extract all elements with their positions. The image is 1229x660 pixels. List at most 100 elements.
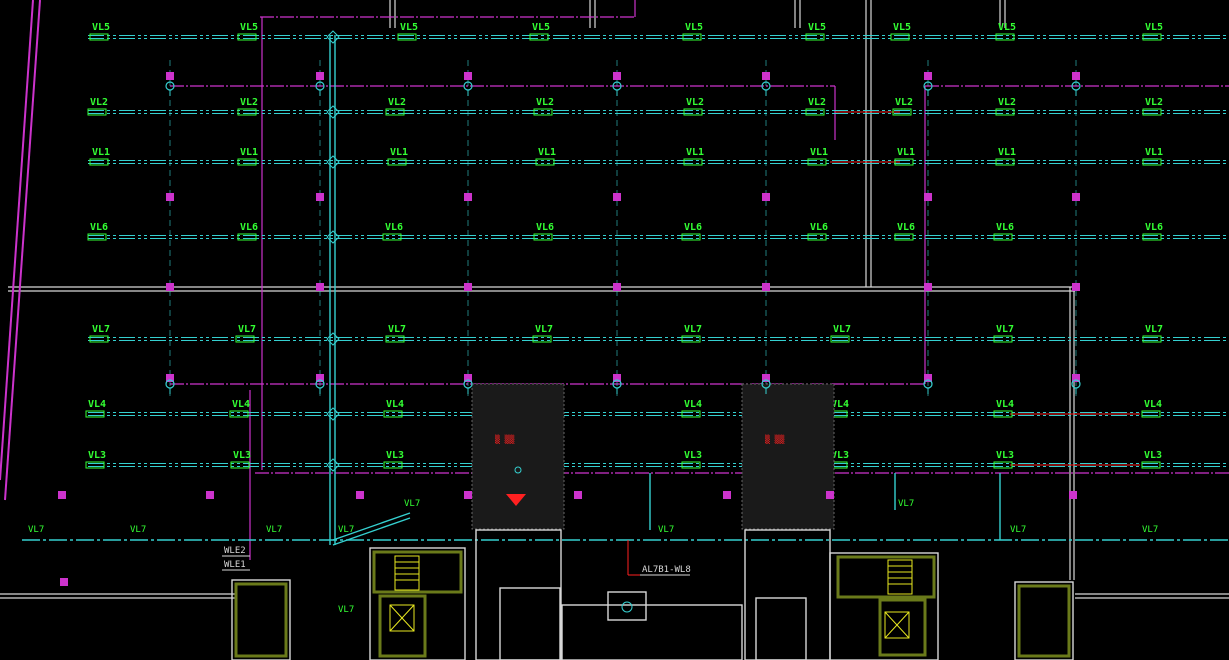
pipe-label-vl1: VL1 bbox=[538, 147, 556, 158]
pipe-segment-marker bbox=[830, 335, 850, 343]
pipe-segment-marker bbox=[807, 233, 827, 241]
sprinkler-head-icon bbox=[1071, 379, 1081, 394]
column-icon bbox=[166, 283, 174, 291]
pipe-label-vl6: VL6 bbox=[996, 222, 1014, 233]
hydrant-symbol-icon bbox=[506, 494, 526, 506]
vl7-tag-8: VL7 bbox=[28, 525, 44, 535]
pipe-segment-marker bbox=[683, 158, 703, 166]
pipe-label-vl3: VL3 bbox=[684, 450, 702, 461]
pipe-label-vl1: VL1 bbox=[390, 147, 408, 158]
pipe-label-vl2: VL2 bbox=[998, 97, 1016, 108]
pipe-label-vl4: VL4 bbox=[1144, 399, 1162, 410]
pipe-label-vl2: VL2 bbox=[90, 97, 108, 108]
junction-icon bbox=[326, 155, 340, 169]
pipe-segment-marker bbox=[382, 233, 402, 241]
sprinkler-head-icon bbox=[463, 81, 473, 96]
vl7-tag-7: VL7 bbox=[338, 525, 354, 535]
pipe-label-vl5: VL5 bbox=[998, 22, 1016, 33]
cyan-trunk bbox=[22, 35, 1229, 546]
column-icon bbox=[924, 283, 932, 291]
pipe-segment-marker bbox=[993, 461, 1013, 469]
svg-text:▒ ▒▒: ▒ ▒▒ bbox=[495, 434, 514, 444]
pipe-label-vl5: VL5 bbox=[532, 22, 550, 33]
pipe-segment-marker bbox=[87, 233, 107, 241]
pipe-label-vl4: VL4 bbox=[386, 399, 404, 410]
pipe-segment-marker bbox=[993, 233, 1013, 241]
pipe-segment-marker bbox=[1142, 158, 1162, 166]
boundary-diagonal bbox=[0, 0, 41, 501]
junction-icon bbox=[326, 230, 340, 244]
sprinkler-head-icon bbox=[761, 81, 771, 96]
hatch-areas: ▒ ▒▒ ▒ ▒▒ bbox=[471, 383, 835, 530]
hatch-area-right bbox=[741, 383, 835, 530]
column-icon bbox=[1072, 193, 1080, 201]
pipe-segment-marker bbox=[237, 158, 257, 166]
pipe-segment-marker bbox=[993, 335, 1013, 343]
pipe-label-vl4: VL4 bbox=[88, 399, 106, 410]
pipe-label-vl5: VL5 bbox=[400, 22, 418, 33]
pipe-label-vl2: VL2 bbox=[1145, 97, 1163, 108]
pipe-label-vl3: VL3 bbox=[386, 450, 404, 461]
column-icon bbox=[464, 374, 472, 382]
pipe-segment-marker bbox=[681, 410, 701, 418]
sprinkler-head-icon bbox=[165, 379, 175, 394]
pipe-segment-marker bbox=[894, 158, 914, 166]
pipe-segment-marker bbox=[533, 233, 553, 241]
column-icon bbox=[464, 72, 472, 80]
stair-icon bbox=[394, 555, 913, 595]
pipe-segment-marker bbox=[1142, 108, 1162, 116]
column-icon bbox=[762, 374, 770, 382]
pipe-segment-marker bbox=[892, 108, 912, 116]
pipe-segment-marker bbox=[681, 461, 701, 469]
column-icon bbox=[464, 283, 472, 291]
pipe-segment-marker bbox=[230, 461, 250, 469]
pipe-segment-marker bbox=[995, 33, 1015, 41]
vl7-tag-3: VL7 bbox=[658, 525, 674, 535]
pipe-segment-marker bbox=[993, 410, 1013, 418]
pipe-label-vl6: VL6 bbox=[536, 222, 554, 233]
pipe-label-vl6: VL6 bbox=[385, 222, 403, 233]
sprinkler-head-icon bbox=[612, 379, 622, 394]
pipe-segment-marker bbox=[383, 410, 403, 418]
column-icon bbox=[316, 193, 324, 201]
room-olive-walls bbox=[234, 550, 1071, 658]
sprinkler-head-icon bbox=[463, 379, 473, 394]
column-icon bbox=[613, 374, 621, 382]
vl7-tag-10: VL7 bbox=[1142, 525, 1158, 535]
pump-icon bbox=[621, 601, 633, 613]
sprinkler-head-icon bbox=[923, 81, 933, 96]
column-icon bbox=[356, 491, 364, 499]
pipe-label-vl3: VL3 bbox=[233, 450, 251, 461]
pipe-segment-marker bbox=[1142, 33, 1162, 41]
column-icon bbox=[166, 374, 174, 382]
column-icon bbox=[316, 283, 324, 291]
pipe-label-vl2: VL2 bbox=[808, 97, 826, 108]
pipe-segment-marker bbox=[894, 233, 914, 241]
pipe-label-vl7: VL7 bbox=[684, 324, 702, 335]
rooms bbox=[231, 529, 1074, 660]
pipe-segment-marker bbox=[529, 33, 549, 41]
sprinkler-head-icon bbox=[315, 379, 325, 394]
pipe-label-vl4: VL4 bbox=[684, 399, 702, 410]
pipe-segment-marker bbox=[87, 108, 107, 116]
sprinkler-head-icon bbox=[612, 81, 622, 96]
pipe-label-vl5: VL5 bbox=[92, 22, 110, 33]
pipe-label-vl2: VL2 bbox=[536, 97, 554, 108]
pipe-label-vl7: VL7 bbox=[1145, 324, 1163, 335]
pipe-segment-marker bbox=[383, 461, 403, 469]
pipe-label-vl6: VL6 bbox=[684, 222, 702, 233]
sprinkler-head-icon bbox=[315, 81, 325, 96]
pipe-segment-marker bbox=[89, 335, 109, 343]
pipe-label-vl5: VL5 bbox=[808, 22, 826, 33]
wl-e1-tag: WLE1 bbox=[224, 560, 246, 570]
pipe-segment-marker bbox=[387, 158, 407, 166]
column-icon bbox=[924, 193, 932, 201]
pipe-segment-marker bbox=[89, 33, 109, 41]
column-icon bbox=[206, 491, 214, 499]
pipe-label-vl5: VL5 bbox=[893, 22, 911, 33]
pipe-segment-marker bbox=[681, 335, 701, 343]
